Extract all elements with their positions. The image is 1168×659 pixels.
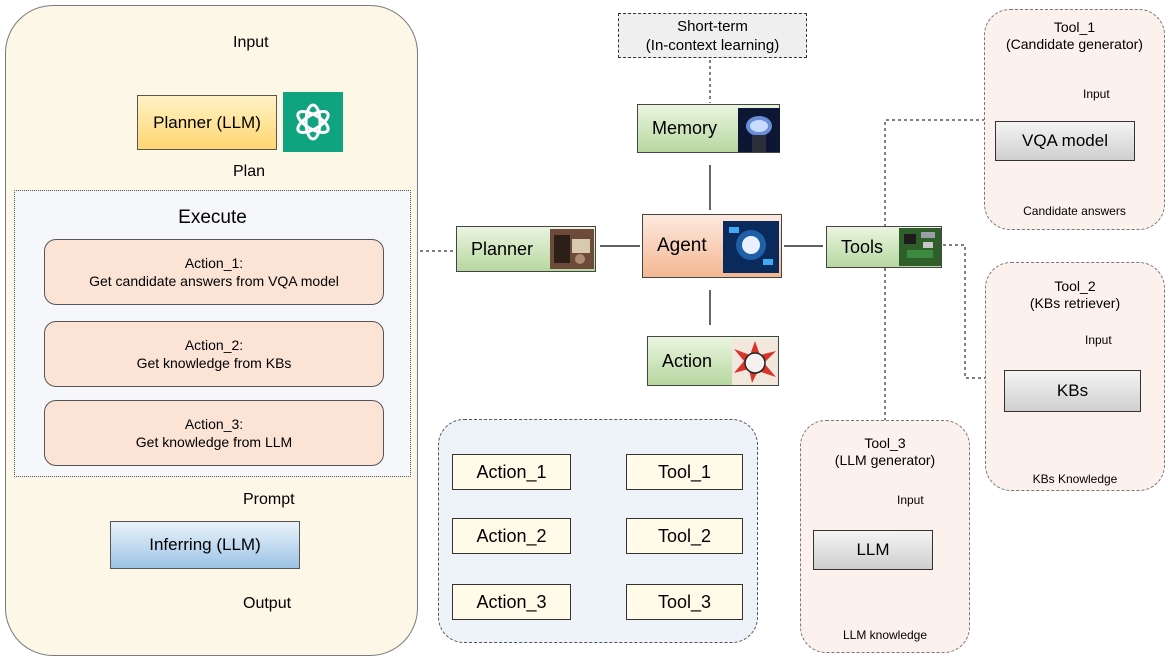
tool-2-output-label: KBs Knowledge [1032, 472, 1118, 486]
action-2-title: Action_2: [184, 337, 244, 353]
tool-3-name: Tool_3 [864, 435, 906, 451]
tool-2-title: Tool_2 (KBs retriever) [985, 275, 1165, 315]
tool-3-input-label: Input [897, 493, 924, 507]
map-tool-3: Tool_3 [626, 584, 743, 620]
tools-label: Tools [841, 236, 884, 257]
action-label: Action [662, 350, 713, 371]
map-tool-1: Tool_1 [626, 454, 743, 490]
output-label: Output [243, 595, 292, 612]
action-1-title: Action_1: [184, 255, 244, 271]
tool-1-input-label: Input [1083, 87, 1110, 101]
agent-label: Agent [657, 235, 707, 256]
kbs-box: KBs [1004, 370, 1141, 412]
execute-title: Execute [178, 207, 247, 228]
map-action-2: Action_2 [452, 518, 571, 554]
llm-box: LLM [813, 530, 933, 570]
map-action-1: Action_1 [452, 454, 571, 490]
action-box: Action [647, 336, 779, 386]
brain-image [738, 108, 780, 152]
inferring-llm-box: Inferring (LLM) [110, 521, 300, 569]
agent-box: Agent [642, 214, 782, 278]
tool-3-title: Tool_3 (LLM generator) [800, 432, 970, 472]
input-label: Input [233, 34, 269, 51]
tool-1-title: Tool_1 (Candidate generator) [984, 16, 1165, 56]
tool-2-input-label: Input [1085, 333, 1112, 347]
openai-logo-icon [283, 92, 343, 152]
tools-box: Tools [826, 226, 942, 268]
circuit-board-image [899, 228, 941, 266]
map-action-3: Action_3 [452, 584, 571, 620]
action-2-text: Get knowledge from KBs [136, 355, 292, 371]
agent-robot-image [723, 221, 779, 273]
short-term-memory-box: Short-term (In-context learning) [618, 13, 807, 58]
vqa-model-box: VQA model [995, 121, 1135, 161]
short-term-line2: (In-context learning) [645, 36, 780, 54]
tool-3-desc: (LLM generator) [834, 452, 936, 468]
action-3-title: Action_3: [184, 416, 244, 432]
action-3-box: Action_3: Get knowledge from LLM [44, 400, 384, 466]
short-term-line1: Short-term [677, 17, 748, 35]
memory-label: Memory [652, 118, 718, 138]
tool-2-name: Tool_2 [1054, 278, 1096, 294]
tool-1-desc: (Candidate generator) [1006, 36, 1143, 52]
tool-1-panel [984, 9, 1165, 230]
tool-3-output-label: LLM knowledge [842, 628, 928, 642]
action-1-text: Get candidate answers from VQA model [89, 273, 339, 289]
openai-logo-glyph [296, 103, 330, 141]
planner-label: Planner [471, 238, 534, 259]
action-1-box: Action_1: Get candidate answers from VQA… [44, 239, 384, 305]
map-tool-2: Tool_2 [626, 518, 743, 554]
prompt-label: Prompt [243, 491, 295, 508]
tools-tool2-link [943, 244, 1003, 379]
action-2-box: Action_2: Get knowledge from KBs [44, 321, 384, 387]
tool-1-output-label: Candidate answers [1023, 204, 1126, 218]
memory-box: Memory [637, 104, 780, 153]
tool-1-name: Tool_1 [1053, 19, 1096, 35]
action-3-text: Get knowledge from LLM [135, 434, 293, 450]
planner-image [550, 229, 594, 269]
plan-label: Plan [233, 163, 266, 180]
planner-box: Planner [456, 226, 596, 272]
fist-image [732, 339, 778, 385]
planner-llm-box: Planner (LLM) [137, 95, 277, 150]
tool-2-desc: (KBs retriever) [1029, 295, 1121, 311]
